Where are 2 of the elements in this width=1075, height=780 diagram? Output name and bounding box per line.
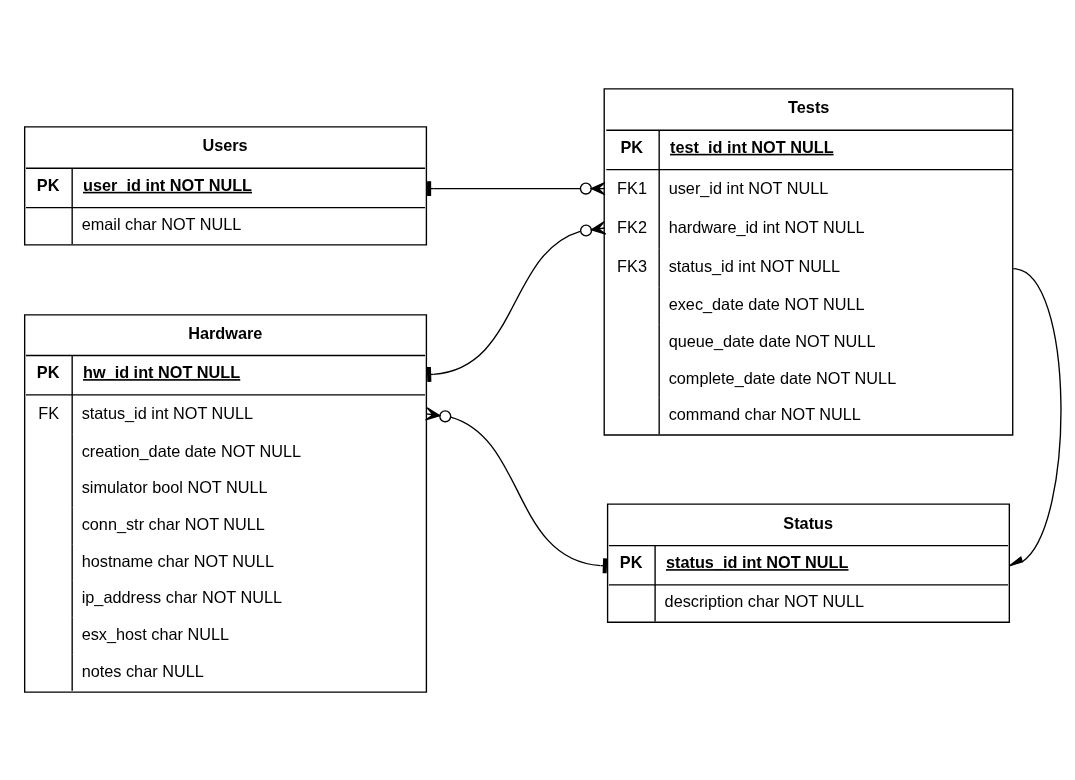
connector — [424, 406, 609, 573]
connector — [1008, 267, 1062, 567]
